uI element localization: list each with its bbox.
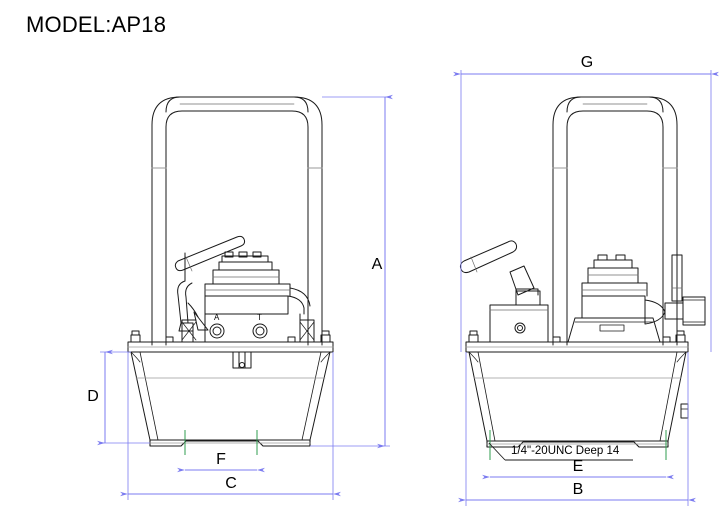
front-corner-bolts <box>130 330 331 343</box>
port-label-a: A <box>214 313 220 322</box>
dimension-lines <box>97 70 719 506</box>
front-handle-frame <box>151 96 323 346</box>
dim-label-f: F <box>216 451 226 468</box>
page-title: MODEL:AP18 <box>26 12 167 37</box>
dim-label-e: E <box>572 458 584 475</box>
side-pump-lever <box>459 240 539 296</box>
side-valve-knob <box>664 254 706 326</box>
thread-note: 1/4"-20UNC Deep 14 <box>511 445 620 457</box>
dim-d-line <box>97 349 150 446</box>
thread-note-leader <box>488 442 633 461</box>
dim-c-line <box>120 352 341 500</box>
front-reservoir-tank <box>130 351 331 447</box>
front-mount-brackets <box>181 319 315 343</box>
side-top-plate <box>465 330 689 353</box>
dim-label-g: G <box>580 54 594 71</box>
dim-b-line <box>458 352 696 506</box>
side-handle-frame <box>552 96 678 346</box>
side-pump-body <box>567 254 666 343</box>
dim-label-b: B <box>572 481 584 498</box>
dim-g-line <box>453 70 719 352</box>
dim-a-line <box>310 94 393 449</box>
side-view <box>459 96 706 448</box>
side-corner-bolts <box>468 330 686 343</box>
front-view <box>127 96 334 447</box>
side-lever-block <box>489 290 549 343</box>
witness-ticks <box>184 430 667 460</box>
dim-label-c: C <box>225 475 237 492</box>
front-pump-body <box>192 251 311 343</box>
dim-label-d: D <box>87 388 99 405</box>
front-pump-lever <box>174 235 246 332</box>
port-label-t: T <box>257 313 262 322</box>
side-reservoir-tank <box>468 351 689 448</box>
front-top-plate <box>127 330 334 353</box>
dim-label-a: A <box>371 256 383 273</box>
